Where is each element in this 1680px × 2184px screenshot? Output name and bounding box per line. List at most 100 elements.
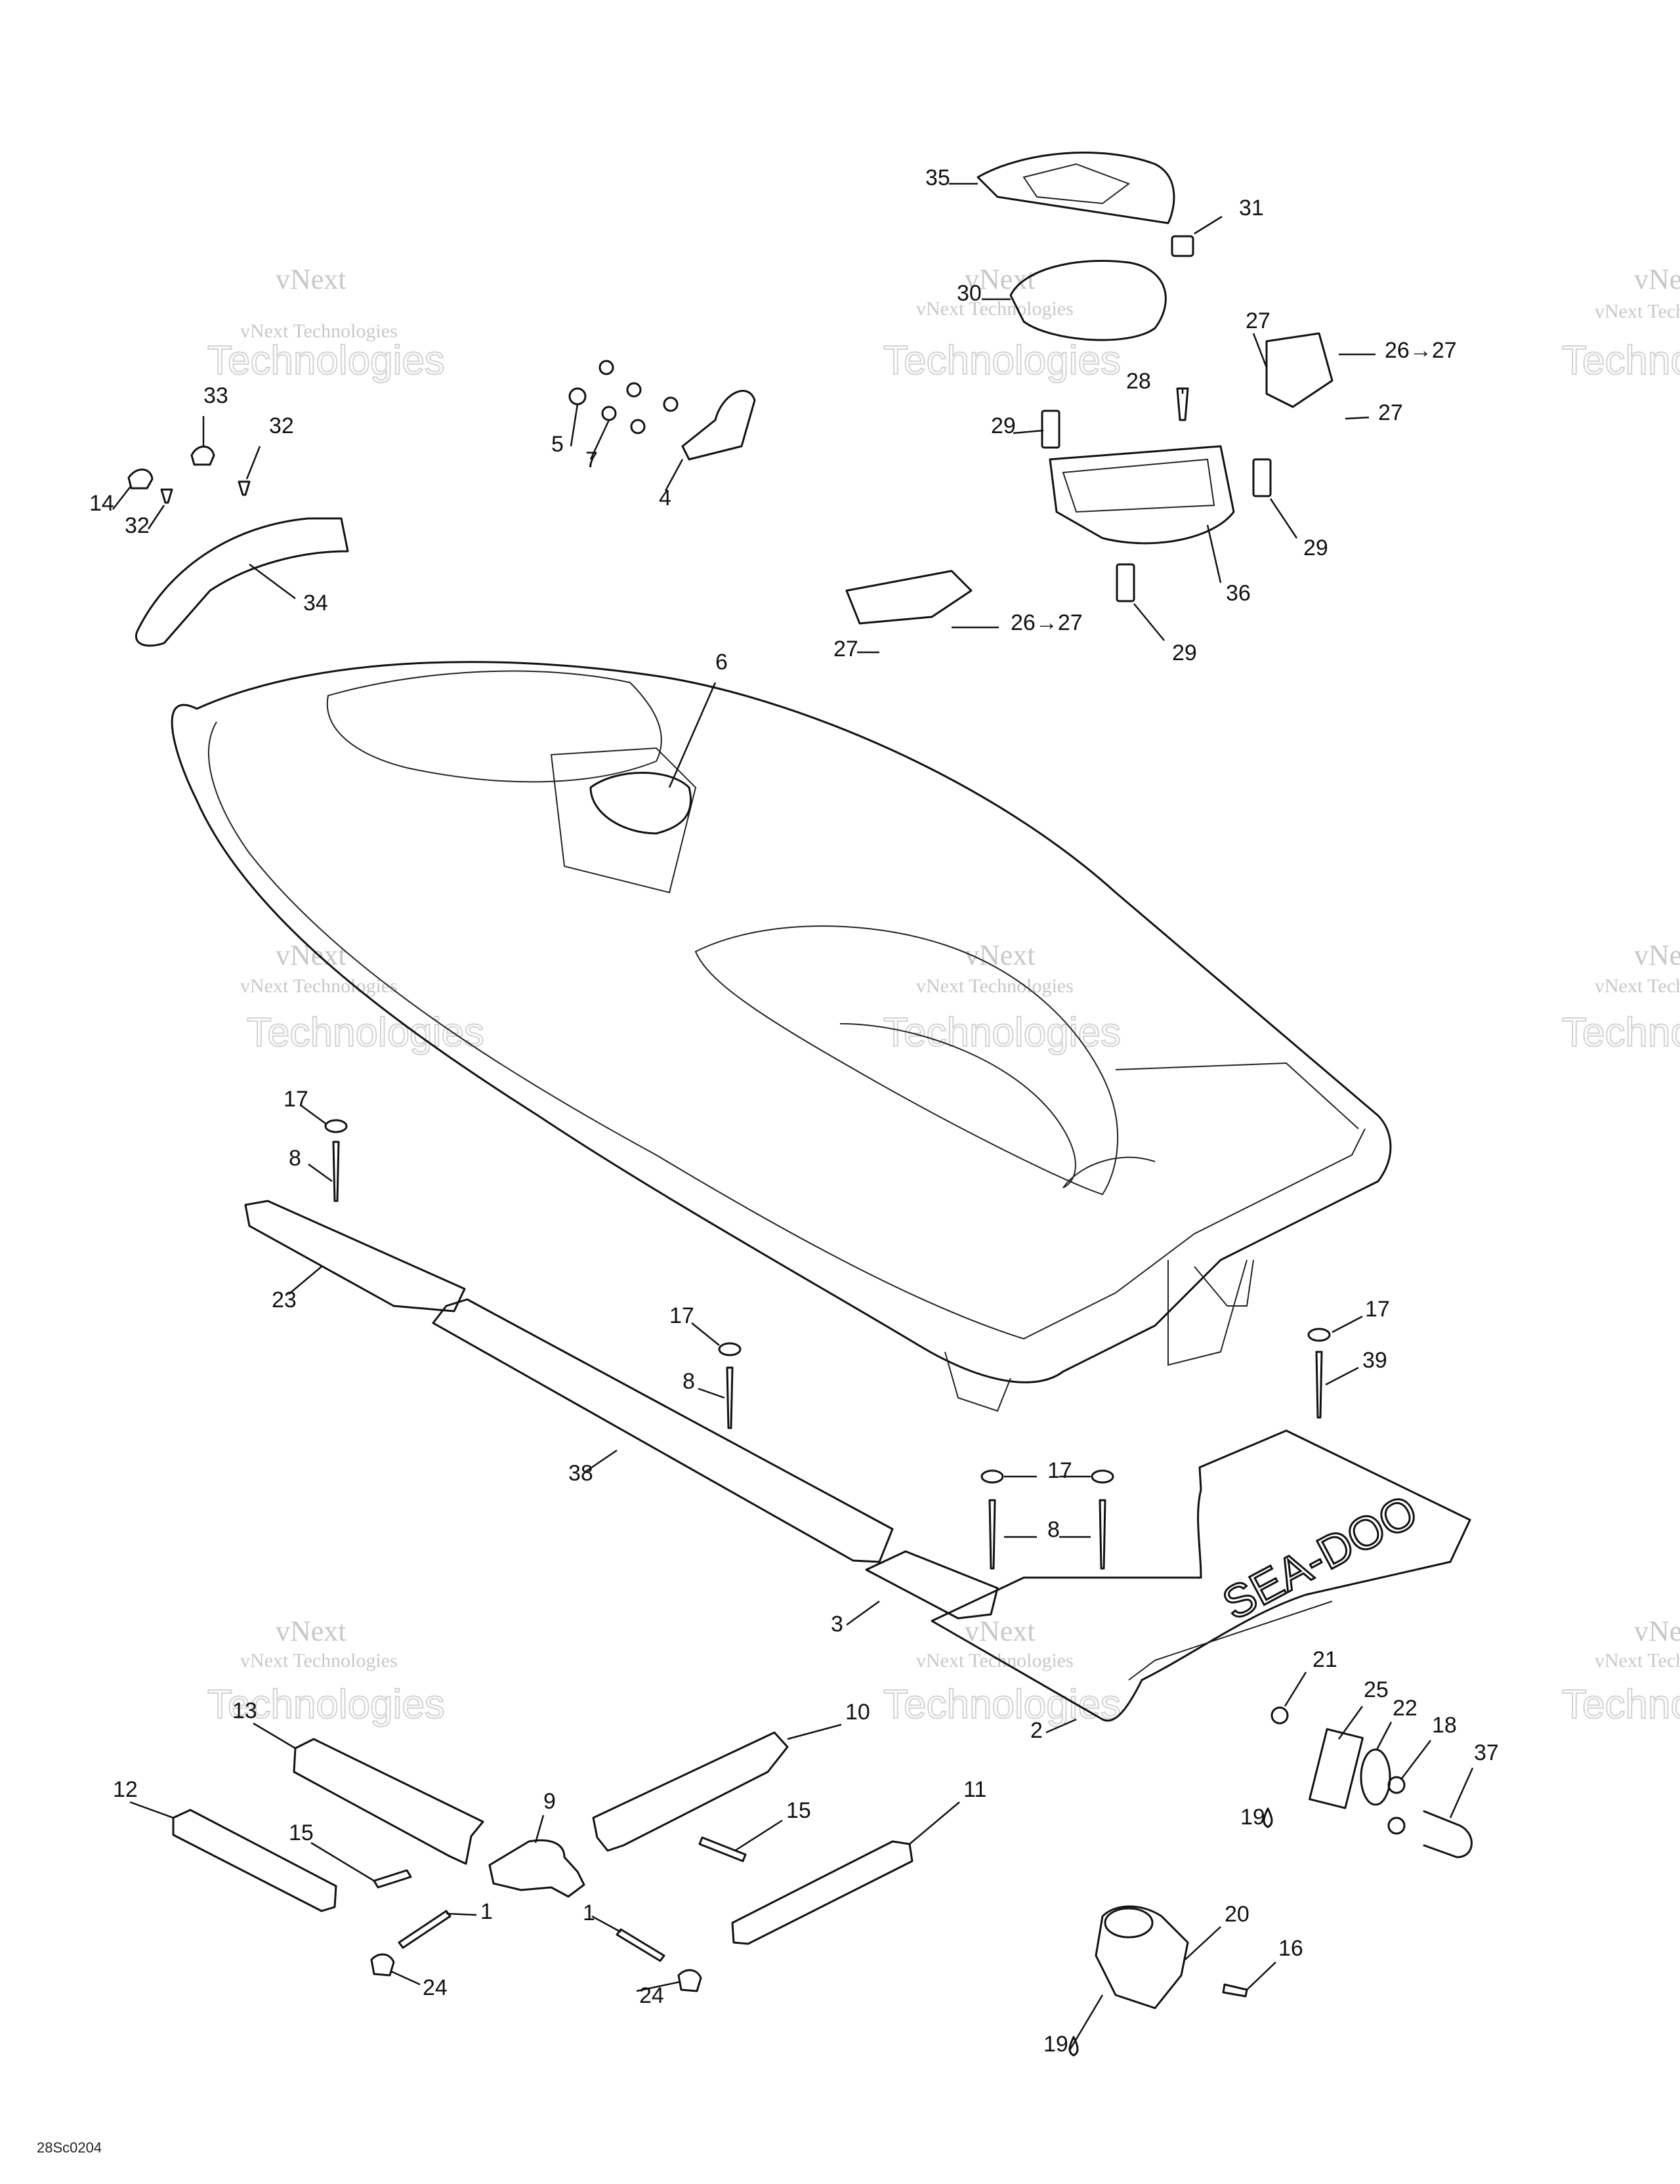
rivet-1a	[398, 1910, 452, 1949]
callout-c7: 7	[585, 448, 598, 472]
cap-33	[190, 446, 215, 466]
callout-c6: 6	[715, 650, 728, 675]
callout-c26a: 26→27	[1385, 338, 1457, 363]
watermark-line2: vNext Technologies	[240, 320, 398, 342]
mat-2	[931, 1429, 1471, 1722]
fasteners	[324, 1119, 1331, 1570]
fitting-20	[1095, 1905, 1189, 2009]
gasket-22	[1360, 1748, 1391, 1806]
callout-c20: 20	[1225, 1902, 1250, 1927]
callout-c15b: 15	[786, 1798, 811, 1823]
watermark-line2: vNext Technologies	[1595, 1650, 1680, 1671]
watermark-line2: vNext Technologies	[240, 1650, 398, 1671]
watermark-line1: vNext	[1634, 939, 1680, 971]
bracket-29c	[1116, 563, 1135, 602]
lower-right-hardware	[1068, 1706, 1473, 2057]
latch-31	[1171, 235, 1194, 257]
handle-assembly	[127, 360, 756, 647]
brand-lettering: SEA-DOO	[1214, 1485, 1425, 1629]
callout-c10: 10	[845, 1700, 870, 1725]
watermark-9: vNext vNext Technologies Technologies	[1561, 1615, 1680, 1728]
callout-c14: 14	[89, 491, 114, 516]
watermark-line2: vNext Technologies	[916, 1650, 1074, 1671]
mat-3	[865, 1550, 999, 1620]
watermark-5: vNext vNext Technologies Technologies	[883, 939, 1122, 1056]
watermark-line2: vNext Technologies	[240, 975, 398, 997]
washer-18a	[1387, 1776, 1406, 1794]
watermark-line3: Technologies	[1562, 1010, 1680, 1055]
watermark-2: vNext vNext Technologies Technologies	[883, 263, 1122, 384]
watermark-line3: Technologies	[207, 1682, 445, 1727]
bumper-assembly	[172, 1731, 914, 1992]
washer-18b	[1387, 1816, 1406, 1835]
callout-c1a: 1	[480, 1899, 493, 1924]
callout-c17b: 17	[669, 1303, 694, 1328]
rail-13	[293, 1738, 484, 1865]
watermark-line2: vNext Technologies	[1595, 975, 1680, 997]
rail-10	[592, 1731, 789, 1852]
callout-c8c: 8	[1047, 1517, 1060, 1542]
storage-cover-assembly	[845, 152, 1334, 625]
bracket-29a	[1041, 410, 1060, 449]
handle-4	[681, 390, 756, 461]
watermark-line1: vNext	[276, 939, 346, 971]
callout-c24b: 24	[639, 1983, 664, 2008]
callout-c29c: 29	[1172, 640, 1197, 665]
callout-c13: 13	[232, 1698, 257, 1723]
callout-c22: 22	[1393, 1696, 1418, 1721]
callout-c17a: 17	[284, 1087, 308, 1112]
screw-28	[1176, 387, 1189, 421]
watermark-1: vNext vNext Technologies Technologies	[207, 263, 446, 384]
watermark-line1: vNext	[1634, 263, 1680, 295]
watermark-group: vNext vNext Technologies Technologies vN…	[207, 263, 1680, 1728]
rail-11	[731, 1840, 914, 1945]
callout-c28: 28	[1126, 369, 1151, 394]
callout-c32b: 32	[125, 513, 150, 538]
callout-c18: 18	[1432, 1713, 1457, 1738]
watermark-6: vNext vNext Technologies Technologies	[1561, 939, 1680, 1056]
leader-lines	[112, 182, 1474, 2051]
callout-c31: 31	[1239, 196, 1264, 220]
storage-bin-36	[1049, 445, 1235, 545]
callout-c19a: 19	[1240, 1805, 1265, 1830]
callout-c15a: 15	[289, 1820, 314, 1845]
watermark-line3: Technologies	[247, 1010, 484, 1055]
watermark-4: vNext vNext Technologies Technologies	[240, 939, 485, 1056]
callout-c34: 34	[303, 591, 328, 616]
screw-16	[1222, 1983, 1248, 1998]
mat-38	[432, 1298, 894, 1563]
callout-c21: 21	[1312, 1647, 1337, 1672]
watermark-line1: vNext	[965, 939, 1036, 971]
watermark-line1: vNext	[965, 1615, 1036, 1647]
callout-c35: 35	[925, 165, 950, 190]
callout-c27c: 27	[833, 637, 858, 662]
callout-c17d: 17	[1047, 1458, 1072, 1483]
callout-c8b: 8	[682, 1369, 695, 1394]
callout-c29b: 29	[1303, 536, 1328, 560]
storage-cover-35	[976, 152, 1175, 224]
cap-14	[127, 469, 154, 490]
watermark-line2: vNext Technologies	[916, 298, 1074, 320]
washer-7	[601, 406, 617, 421]
nut-21	[1270, 1706, 1289, 1725]
u-bolt-37	[1423, 1810, 1473, 1858]
grab-strap-34	[135, 517, 349, 647]
watermark-line2: vNext Technologies	[916, 975, 1074, 997]
corner-9	[488, 1839, 585, 1898]
sealant-19a	[1263, 1807, 1273, 1828]
mat-23	[244, 1200, 466, 1312]
rivet-15b	[698, 1836, 747, 1862]
callout-c27b: 27	[1378, 400, 1403, 425]
screw-32b	[160, 488, 173, 504]
plate-25	[1309, 1728, 1364, 1809]
cover-plate-26a	[1265, 332, 1334, 408]
watermark-3: vNext vNext Technologies Technologies	[1561, 263, 1680, 384]
watermark-line1: vNext	[276, 1615, 346, 1647]
callout-c12: 12	[113, 1777, 138, 1802]
watermark-line3: Technologies	[1562, 338, 1680, 383]
callout-c33: 33	[203, 383, 228, 408]
callout-c4: 4	[659, 486, 671, 511]
gasket-30	[1009, 260, 1167, 341]
callout-labels: 3531302726→2728272929362726→272963332143…	[89, 165, 1499, 2057]
